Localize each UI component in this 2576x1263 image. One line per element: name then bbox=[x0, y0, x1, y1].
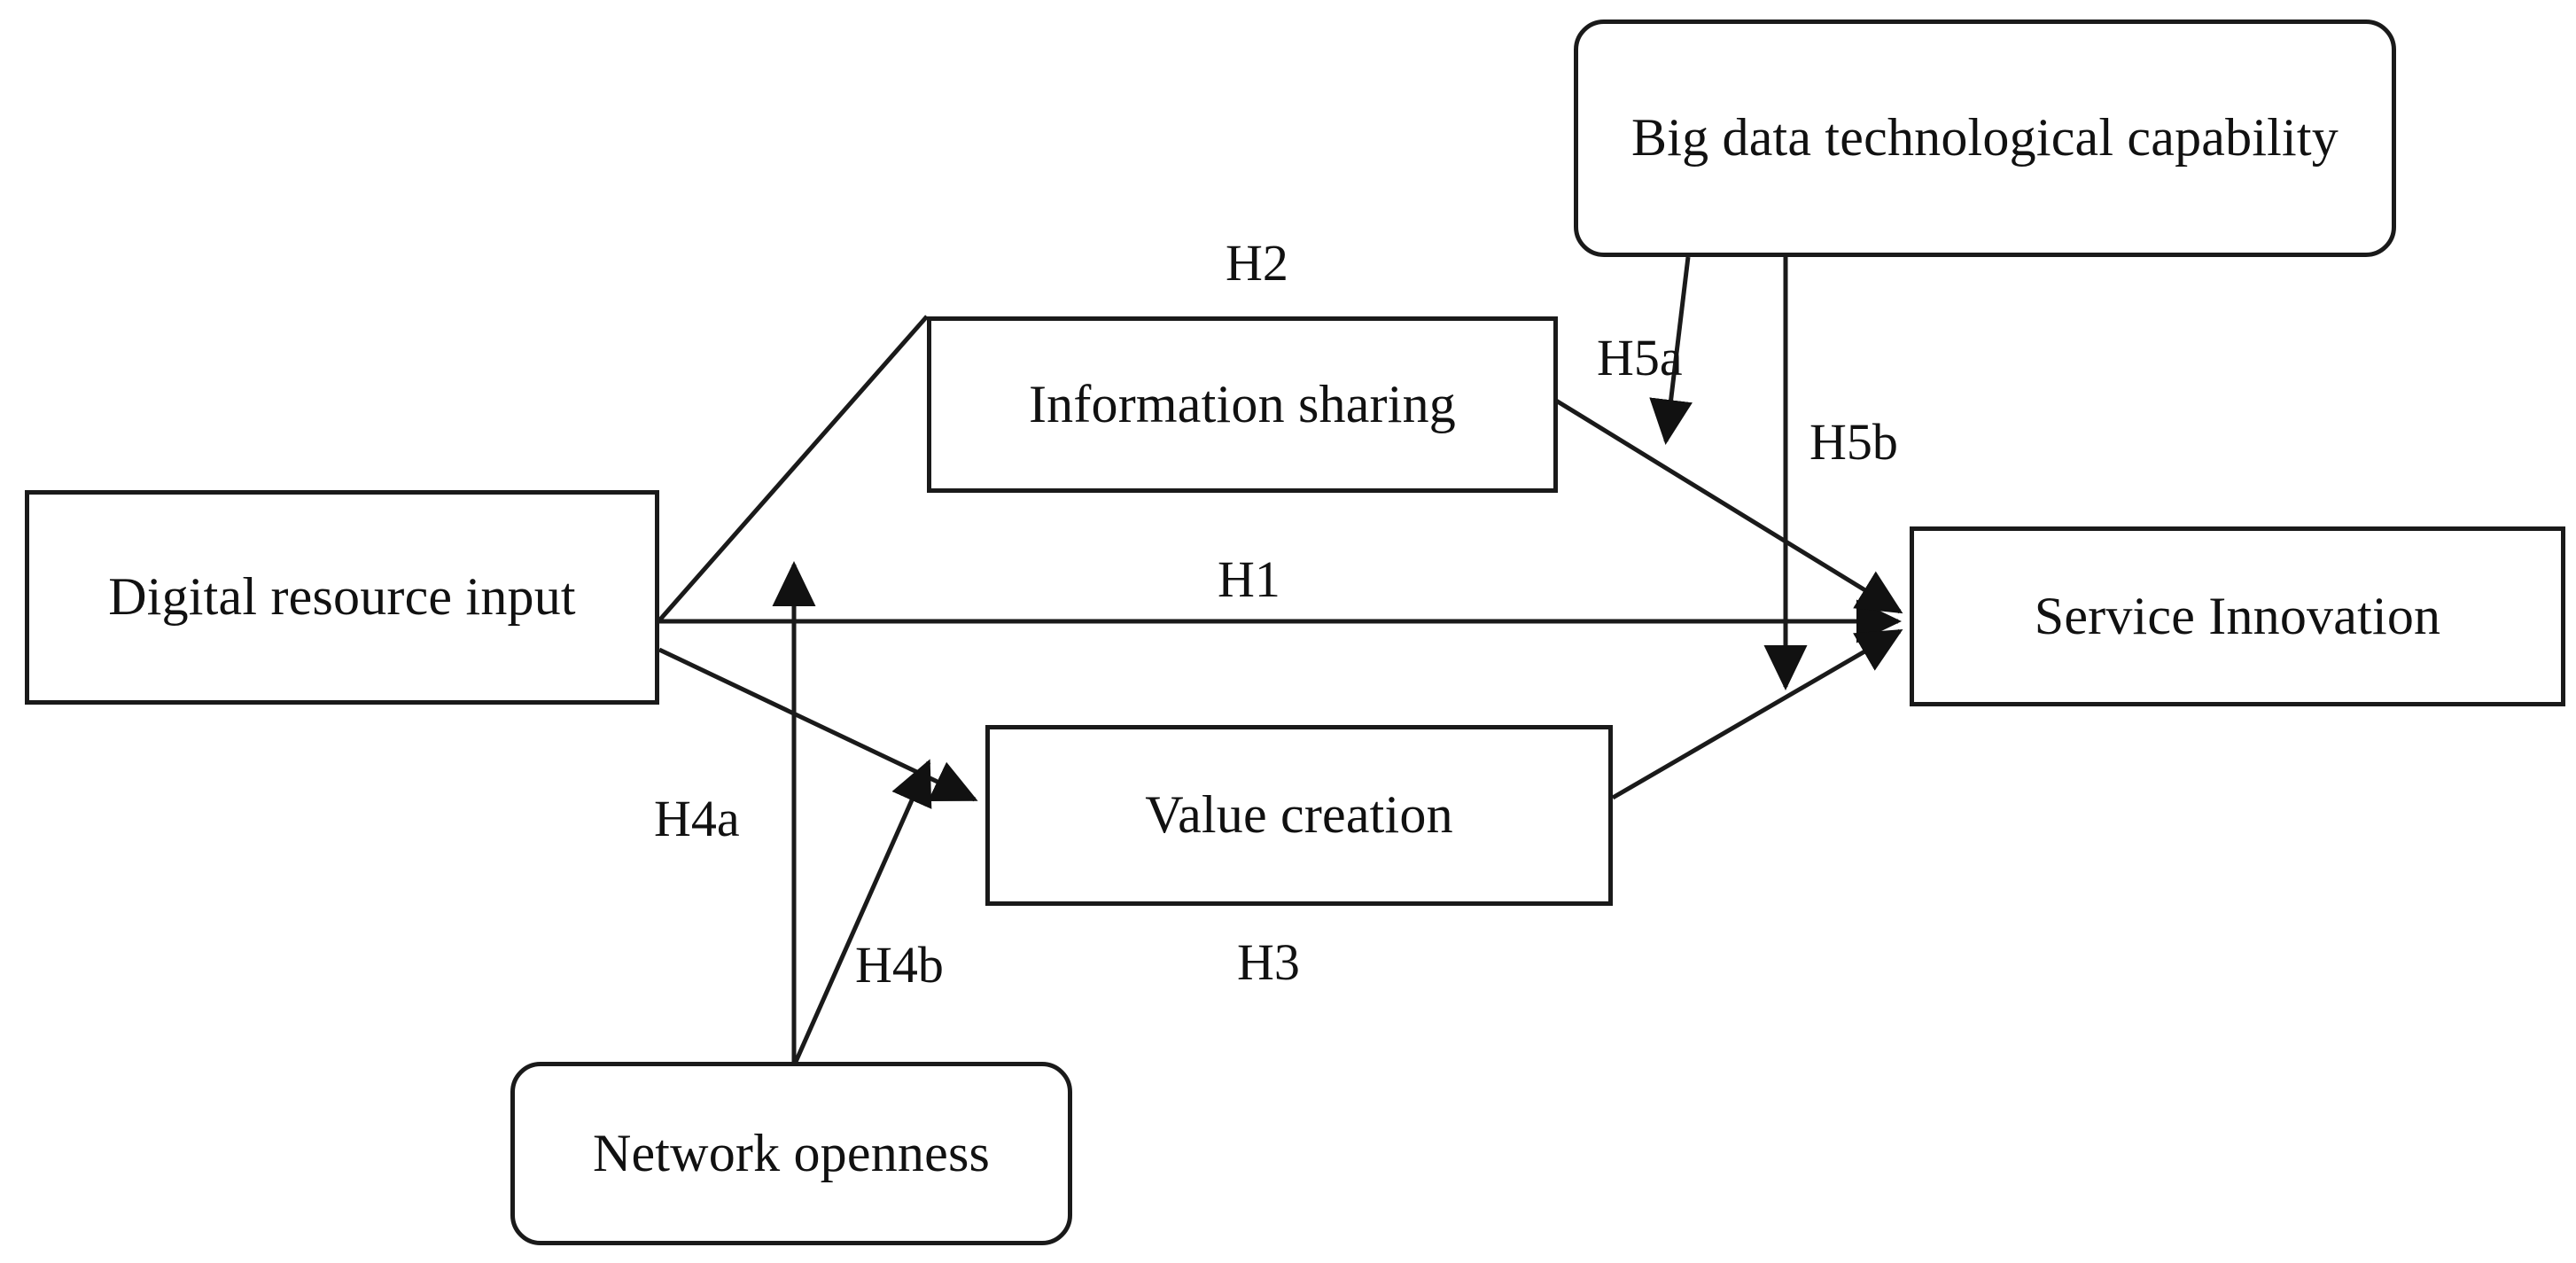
edge-label-h2: H2 bbox=[1226, 234, 1288, 292]
node-service-innovation[interactable]: Service Innovation bbox=[1910, 526, 2565, 706]
node-information-sharing[interactable]: Information sharing bbox=[927, 316, 1558, 493]
edge-line-h3-a bbox=[658, 647, 978, 802]
edge-label-h1: H1 bbox=[1218, 550, 1280, 608]
edge-line-h3-b bbox=[1611, 628, 1903, 800]
node-value-creation[interactable]: Value creation bbox=[985, 725, 1613, 906]
node-digital-resource-input[interactable]: Digital resource input bbox=[25, 490, 659, 705]
edge-line-h2-b bbox=[1554, 398, 1903, 614]
edge-label-h4a: H4a bbox=[654, 790, 740, 847]
node-label-value-creation: Value creation bbox=[1145, 785, 1453, 845]
node-label-big-data-technological-capability: Big data technological capability bbox=[1631, 108, 2339, 168]
node-label-service-innovation: Service Innovation bbox=[2034, 586, 2441, 645]
edge-label-h3: H3 bbox=[1237, 933, 1300, 991]
node-label-digital-resource-input: Digital resource input bbox=[108, 567, 576, 627]
edge-line-h5a bbox=[1649, 256, 1693, 445]
edge-label-h5b: H5b bbox=[1809, 413, 1898, 471]
node-network-openness[interactable]: Network openness bbox=[510, 1062, 1072, 1245]
edge-label-h4b: H4b bbox=[855, 936, 944, 994]
node-label-network-openness: Network openness bbox=[592, 1123, 991, 1182]
node-big-data-technological-capability[interactable]: Big data technological capability bbox=[1574, 19, 2396, 257]
node-label-information-sharing: Information sharing bbox=[1028, 374, 1456, 433]
edge-label-h5a: H5a bbox=[1597, 329, 1683, 386]
edge-line-h2 bbox=[658, 315, 929, 622]
edge-line-h4b bbox=[793, 759, 932, 1064]
